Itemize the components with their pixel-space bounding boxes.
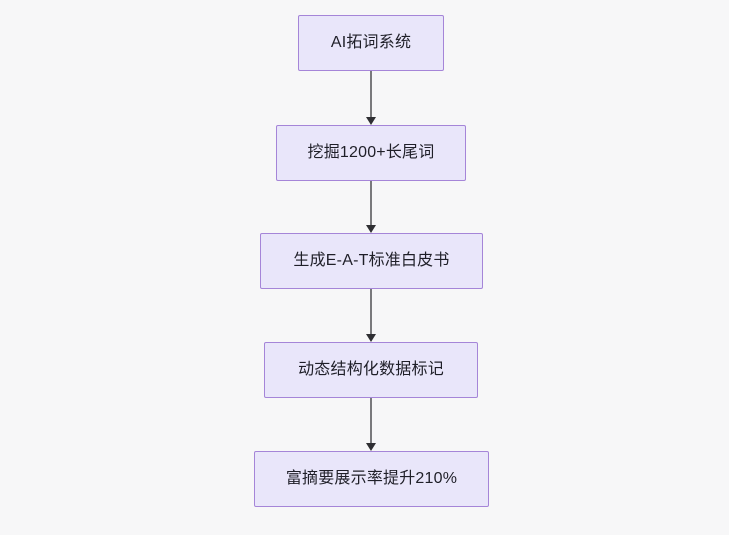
flow-node-label: 挖掘1200+长尾词 [307, 144, 435, 162]
edge-node4-node5 [366, 398, 376, 451]
flow-node-eat-whitepaper[interactable]: 生成E-A-T标准白皮书 [260, 233, 483, 289]
flow-node-label: 动态结构化数据标记 [298, 361, 444, 379]
edge-node2-node3 [366, 181, 376, 233]
edge-line [370, 289, 372, 335]
flow-node-label: AI拓词系统 [330, 34, 412, 52]
arrowhead-icon [366, 443, 376, 451]
flow-node-label: 富摘要展示率提升210% [285, 470, 458, 488]
flow-node-longtail-keywords[interactable]: 挖掘1200+长尾词 [276, 125, 466, 181]
flow-node-rich-snippet-result[interactable]: 富摘要展示率提升210% [254, 451, 489, 507]
edge-node3-node4 [366, 289, 376, 342]
edge-line [370, 71, 372, 118]
edge-node1-node2 [366, 71, 376, 125]
arrowhead-icon [366, 117, 376, 125]
edge-line [370, 181, 372, 226]
arrowhead-icon [366, 334, 376, 342]
flow-node-label: 生成E-A-T标准白皮书 [293, 252, 450, 270]
edge-line [370, 398, 372, 444]
flow-node-ai-keyword-system[interactable]: AI拓词系统 [298, 15, 444, 71]
arrowhead-icon [366, 225, 376, 233]
flow-node-structured-data-markup[interactable]: 动态结构化数据标记 [264, 342, 478, 398]
